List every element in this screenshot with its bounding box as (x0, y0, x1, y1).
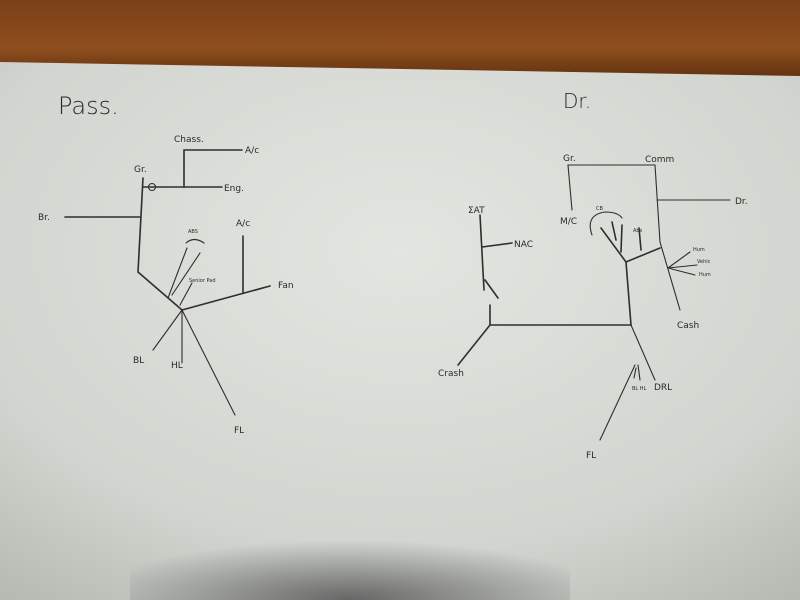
label-cash: Cash (677, 321, 699, 331)
label-ac: A/c (245, 146, 259, 156)
label-chass: Chass. (174, 135, 204, 145)
camera-shadow (130, 500, 570, 600)
label-gr: Gr. (563, 154, 576, 164)
label-cb: CB (596, 206, 603, 212)
paper-sheet (0, 62, 800, 600)
label-drl: DRL (654, 383, 672, 393)
dr-title: Dr. (563, 89, 591, 113)
label-eat: ΣAT (468, 206, 485, 216)
label-abs: Abs (633, 228, 643, 234)
label-bl: BL (133, 356, 144, 366)
label-mc: M/C (560, 217, 577, 227)
label-fl: FL (234, 426, 244, 436)
label-senior-pad: Senior Pad (189, 278, 216, 284)
label-vehic: Vehic (697, 259, 711, 265)
label-fl: FL (586, 451, 596, 461)
label-eng: Eng. (224, 184, 244, 194)
pass-tree: Pass. Gr. Chass. A/c Eng. Br. ABS Senior… (38, 92, 294, 436)
pass-title: Pass. (58, 92, 119, 120)
label-hl: HL (171, 361, 183, 371)
label-bl-hl: BL HL (632, 386, 647, 392)
label-gr: Gr. (134, 165, 147, 175)
label-hum: Hum (693, 247, 705, 253)
label-br: Br. (38, 213, 50, 223)
dr-tree: Dr. Gr. Comm Dr. M/C CB Abs Hum Vehic Hu… (438, 89, 748, 461)
label-comm: Comm (645, 155, 674, 165)
label-nac: NAC (514, 240, 533, 250)
label-crash: Crash (438, 369, 464, 379)
label-fan: Fan (278, 281, 294, 291)
label-abs: ABS (188, 229, 198, 235)
label-hum-2: Hum (699, 272, 711, 278)
label-dr: Dr. (735, 197, 748, 207)
label-ac-mid: A/c (236, 219, 250, 229)
